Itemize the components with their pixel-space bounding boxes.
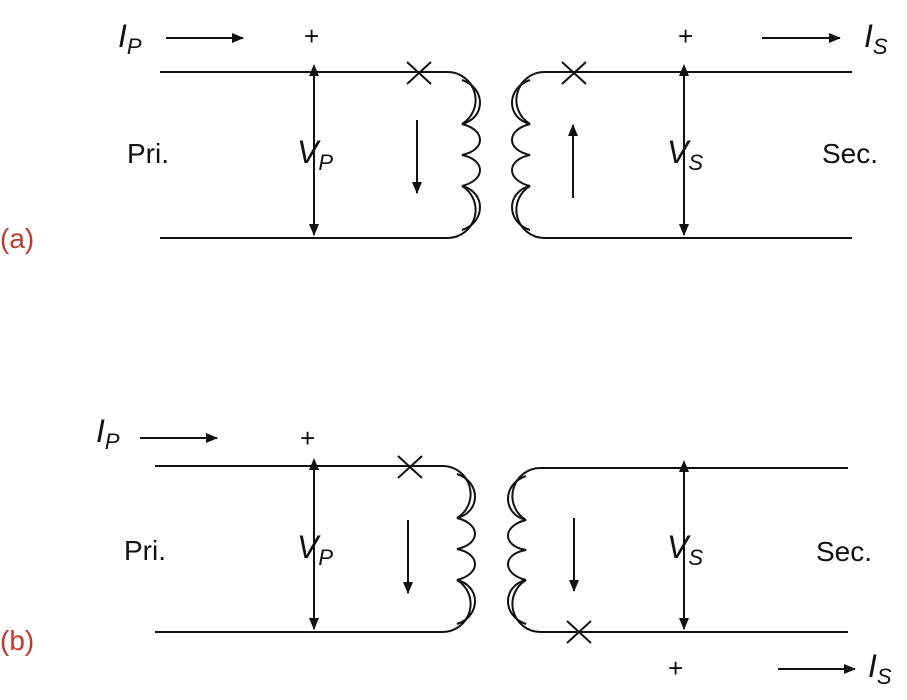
primary-polarity-mark-a: [406, 61, 432, 85]
panel-tag-b: (b): [0, 625, 34, 656]
secondary-bottom-wire-b: [511, 579, 848, 633]
secondary-coil-a: [511, 79, 531, 231]
primary-side-label-b: Pri.: [124, 535, 166, 566]
primary-voltage-label-a: VP: [297, 134, 333, 175]
primary-current-label-b: IP: [96, 413, 120, 454]
secondary-voltage-label-a: VS: [667, 134, 703, 175]
secondary-polarity-mark-a: [561, 61, 587, 85]
primary-coil-b: [456, 473, 476, 625]
primary-bottom-wire-a: [160, 185, 477, 239]
secondary-side-label-a: Sec.: [822, 138, 878, 169]
secondary-polarity-mark-b: [566, 620, 592, 644]
panel-tag-a: (a): [0, 223, 34, 254]
primary-bottom-wire-b: [155, 579, 472, 633]
primary-polarity-mark-b: [397, 455, 423, 479]
secondary-current-label-a: IS: [864, 18, 888, 59]
primary-plus-b: +: [300, 423, 315, 453]
secondary-top-wire-a: [515, 71, 852, 125]
secondary-plus-b: +: [668, 653, 683, 683]
primary-plus-a: +: [304, 21, 319, 51]
primary-top-wire-b: [155, 465, 472, 519]
secondary-top-wire-b: [511, 467, 848, 521]
secondary-current-label-b: IS: [868, 648, 892, 689]
secondary-side-label-b: Sec.: [816, 536, 872, 567]
primary-voltage-label-b: VP: [297, 529, 333, 570]
primary-current-label-a: IP: [118, 18, 142, 59]
secondary-coil-b: [507, 475, 527, 625]
panel-b: IP + VP Pri. VS Sec. + IS (b): [0, 413, 892, 689]
secondary-bottom-wire-a: [515, 185, 852, 239]
primary-coil-a: [461, 79, 481, 231]
secondary-voltage-label-b: VS: [667, 529, 703, 570]
primary-side-label-a: Pri.: [127, 138, 169, 169]
primary-top-wire-a: [160, 71, 477, 125]
panel-a: IP + VP Pri. VS: [0, 18, 888, 254]
secondary-plus-a: +: [678, 21, 693, 51]
